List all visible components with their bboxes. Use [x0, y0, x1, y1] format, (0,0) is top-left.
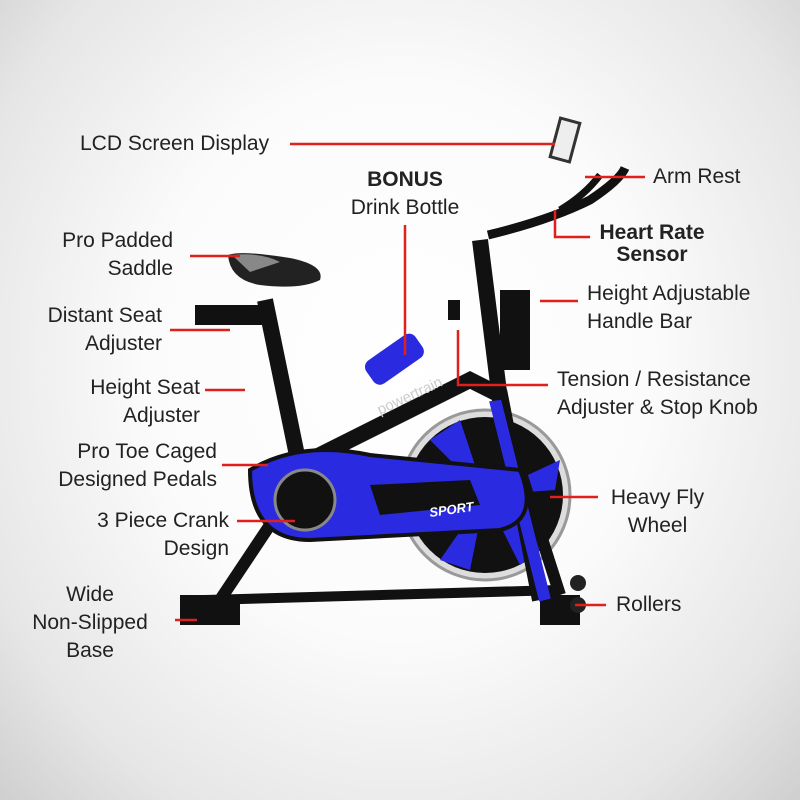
- label-height-handle-1: Height Adjustable: [587, 282, 751, 305]
- label-base-3: Base: [66, 639, 114, 662]
- label-heart-rate-2: Sensor: [616, 243, 688, 266]
- label-tension-1: Tension / Resistance: [557, 368, 751, 391]
- drink-bottle: [364, 333, 424, 385]
- label-crank-2: Design: [163, 537, 229, 560]
- lcd-screen: [548, 116, 582, 164]
- label-tension-2: Adjuster & Stop Knob: [557, 396, 758, 419]
- label-bonus-sub: Drink Bottle: [350, 196, 460, 219]
- callout-lines: [170, 142, 645, 622]
- model-text: SPORT: [428, 499, 475, 520]
- label-distant-seat-2: Adjuster: [84, 332, 162, 355]
- label-lcd: LCD Screen Display: [80, 132, 270, 155]
- label-base-1: Wide: [66, 583, 114, 606]
- label-bonus-title: BONUS: [367, 168, 443, 191]
- label-base-2: Non-Slipped: [32, 611, 148, 634]
- label-saddle-1: Pro Padded: [62, 229, 173, 252]
- roller: [570, 575, 586, 591]
- label-height-handle-2: Handle Bar: [587, 310, 693, 333]
- label-flywheel-1: Heavy Fly: [610, 486, 705, 509]
- label-height-seat-2: Adjuster: [122, 404, 200, 427]
- tension-knob: [448, 300, 460, 320]
- label-heart-rate-1: Heart Rate: [599, 221, 705, 244]
- label-rollers: Rollers: [616, 593, 682, 616]
- label-arm-rest: Arm Rest: [653, 165, 741, 188]
- label-distant-seat-1: Distant Seat: [47, 304, 162, 327]
- label-pedals-1: Pro Toe Caged: [77, 440, 217, 463]
- label-crank-1: 3 Piece Crank: [97, 509, 229, 532]
- label-height-seat-1: Height Seat: [90, 376, 200, 399]
- crank: [273, 468, 337, 532]
- label-saddle-2: Saddle: [107, 257, 173, 280]
- label-pedals-2: Designed Pedals: [58, 468, 217, 491]
- label-flywheel-2: Wheel: [627, 514, 688, 537]
